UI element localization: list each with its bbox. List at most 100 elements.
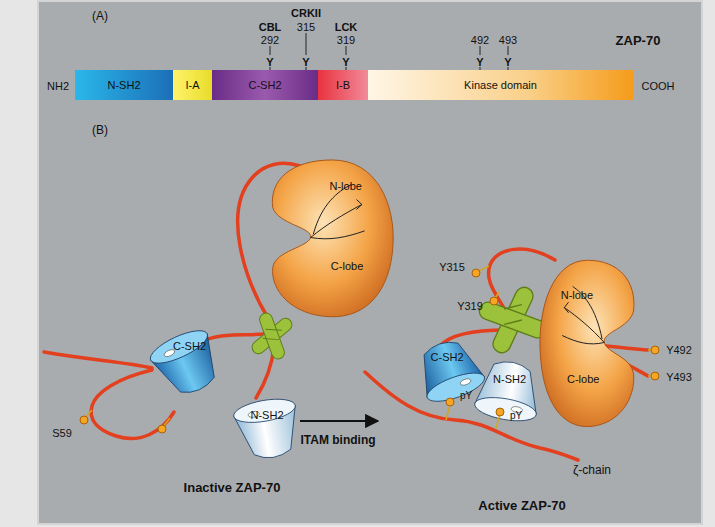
sh2-label: N-SH2 <box>493 374 526 385</box>
tyrosine-letter: Y <box>342 57 349 68</box>
panel-letter: (B) <box>92 124 108 136</box>
alpha-helix <box>504 305 522 325</box>
kinase-shape <box>537 255 642 430</box>
lobe-label: C-lobe <box>331 260 363 271</box>
phosphate-group <box>84 410 92 419</box>
phosphate-group <box>84 266 652 428</box>
residue-number: 492 <box>471 35 489 46</box>
sh2-label: C-SH2 <box>431 351 464 362</box>
sh2-rim <box>473 394 538 425</box>
beta-strand <box>562 336 604 344</box>
residue-label: Y315 <box>439 262 465 273</box>
kinase-outline <box>272 160 393 317</box>
domain-label: I-B <box>336 80 350 91</box>
residue-number: 292 <box>261 35 279 46</box>
alpha-helix <box>477 300 549 341</box>
tyrosine-tick <box>306 33 307 55</box>
domain-label: N-SH2 <box>107 80 140 91</box>
sh2-shape <box>222 385 312 465</box>
sh2-shape <box>473 357 544 425</box>
tyrosine-letter: Y <box>476 57 483 68</box>
beta-strand <box>313 185 351 235</box>
tyrosine-letter: Y <box>266 57 273 68</box>
binding-partner: CRKII <box>291 8 321 19</box>
binding-partner: CBL <box>259 22 282 33</box>
tyrosine-tick <box>346 46 347 55</box>
polypeptide-chain <box>91 370 174 439</box>
phosphate-group <box>648 375 652 377</box>
residue-label: Y319 <box>457 301 483 312</box>
binding-partner: LCK <box>335 22 358 33</box>
kinase-lobes: N-lobeC-lobe <box>262 155 397 320</box>
residue-label: Y493 <box>666 372 692 383</box>
phosphotyrosine-label: pY <box>460 391 472 401</box>
phosphate-group <box>80 269 659 433</box>
phosphate-group <box>648 349 652 351</box>
beta-strand <box>564 302 568 313</box>
panel-letter: (A) <box>92 10 108 22</box>
phosphate-group <box>446 398 454 406</box>
lobe-label: C-lobe <box>567 374 599 385</box>
state-caption: Active ZAP-70 <box>478 499 565 512</box>
residue-label: S59 <box>52 428 72 439</box>
sh2-domain: N-SH2 <box>468 355 548 435</box>
beta-strand <box>311 231 365 239</box>
residue-number: 493 <box>499 35 517 46</box>
tyrosine-tick <box>270 46 271 55</box>
phosphate-group <box>651 372 659 380</box>
phosphotyrosine-label: pY <box>510 411 522 421</box>
protein-name: ZAP-70 <box>616 34 661 47</box>
arrow-label: ITAM binding <box>300 434 375 446</box>
tyrosine-tick <box>508 46 509 55</box>
itam-arrow <box>300 421 378 422</box>
domain-label: I-A <box>185 80 199 91</box>
itam-arrow <box>300 420 378 422</box>
sh2-shape <box>140 320 230 400</box>
tyrosine-letter: Y <box>504 57 511 68</box>
alpha-helix <box>248 309 297 364</box>
domain-segment: C-SH2 <box>212 70 318 100</box>
domain-label: C-SH2 <box>248 80 281 91</box>
residue-label: Y492 <box>666 345 692 356</box>
kinase-shape <box>272 160 393 317</box>
sh2-shape <box>411 333 487 407</box>
domain-segment: N-SH2 <box>75 70 173 100</box>
terminus-label: COOH <box>642 81 675 92</box>
sh2-label: C-SH2 <box>173 340 206 351</box>
tyrosine-letter: Y <box>302 57 309 68</box>
phosphate-group <box>80 266 659 433</box>
kinase-shape <box>540 260 634 426</box>
residue-number: 315 <box>297 22 315 33</box>
phosphate-group <box>158 425 166 433</box>
lobe-label: N-lobe <box>561 290 593 301</box>
kinase-lobes: N-lobeC-lobe <box>537 255 642 430</box>
beta-strand <box>357 200 362 210</box>
state-caption: Inactive ZAP-70 <box>184 481 281 494</box>
domain-segment: I-A <box>173 70 212 100</box>
phosphate-group <box>477 266 489 272</box>
phosphate-group <box>162 418 170 428</box>
sh2-shape <box>146 324 227 403</box>
phosphate-group <box>494 292 499 300</box>
phosphate-group <box>496 414 500 428</box>
polypeptide-chain <box>200 334 264 342</box>
terminus-label: NH2 <box>47 81 69 92</box>
panel-background <box>38 1 702 524</box>
tyrosine-tick <box>480 46 481 55</box>
sh2-rim <box>146 324 211 369</box>
phosphate-group <box>496 408 504 416</box>
phosphate-group <box>446 404 450 420</box>
binding-pocket <box>459 378 471 387</box>
alpha-helix <box>263 326 282 343</box>
polypeptide-chain <box>44 352 152 368</box>
sh2-shape <box>232 395 303 463</box>
phosphate-group <box>80 416 88 424</box>
sh2-shape <box>468 355 548 435</box>
sh2-domain: N-SH2 <box>222 385 312 465</box>
domain-segment: I-B <box>318 70 368 100</box>
lobe-label: N-lobe <box>329 181 361 192</box>
tyrosine-tick <box>270 33 508 70</box>
phosphate-group <box>472 269 480 277</box>
